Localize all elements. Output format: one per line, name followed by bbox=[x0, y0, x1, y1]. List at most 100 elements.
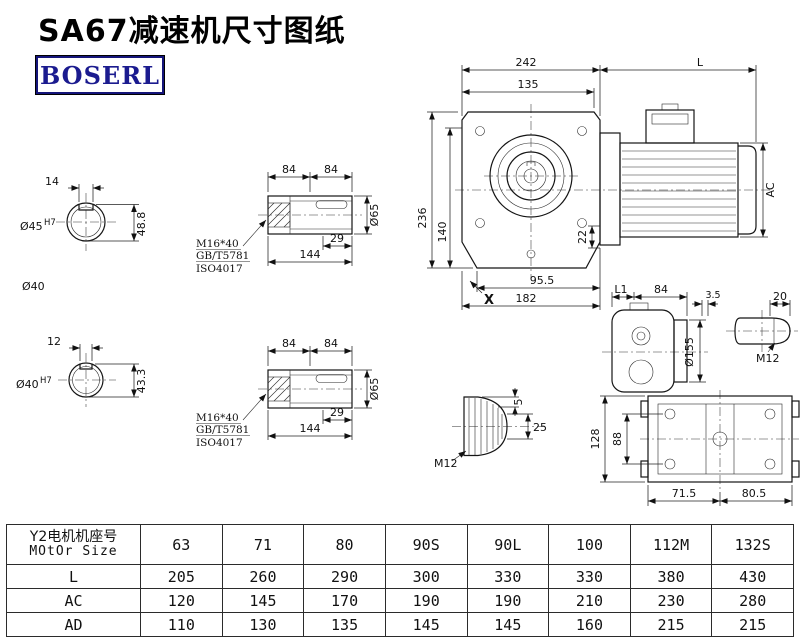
dim-keyway-height-2: 43.3 bbox=[135, 369, 148, 394]
frame-size-cell: 63 bbox=[140, 524, 223, 565]
view-shaft-side-top: 84 84 29 144 Ø65 M16*40 GB/T5781 ISO4017 bbox=[196, 163, 381, 275]
dim-key-len-1: 29 bbox=[330, 232, 344, 245]
dim-80-5: 80.5 bbox=[742, 487, 767, 500]
dim-keyway-width-2: 12 bbox=[47, 335, 61, 348]
label-thread-side: M12 bbox=[756, 352, 780, 365]
output-flange-edge bbox=[673, 319, 688, 383]
table-header-row: Y2电机机座号 MOtOr Size 63 71 80 90S 90L 100 … bbox=[6, 524, 794, 565]
dim-cell: 215 bbox=[711, 612, 794, 637]
view-shaft-end-top: 14 48.8 Ø45 H7 Ø40 bbox=[20, 175, 148, 293]
dim-cell: 280 bbox=[711, 588, 794, 613]
shaft-bore-outer-circle-2 bbox=[68, 362, 104, 398]
dim-seg-a-2: 84 bbox=[282, 337, 296, 350]
dim-3-5: 3.5 bbox=[705, 290, 720, 301]
label-bore-2: Ø40 bbox=[16, 378, 39, 391]
label-bolt-1: M16*40 bbox=[196, 238, 239, 250]
view-shaft-end-bottom: 12 43.3 Ø40 H7 bbox=[16, 335, 148, 407]
terminal-box-cap bbox=[661, 103, 679, 111]
dim-dia-2: Ø65 bbox=[368, 378, 381, 401]
row-label-AD: AD bbox=[6, 612, 141, 637]
dim-236: 236 bbox=[416, 208, 429, 229]
dim-housing-width: 242 bbox=[516, 56, 537, 69]
label-thread-detail: M12 bbox=[434, 457, 458, 470]
dim-cell: 215 bbox=[629, 612, 713, 637]
dim-keyway-width-1: 14 bbox=[45, 175, 59, 188]
dim-128: 128 bbox=[589, 429, 602, 450]
frame-size-cell: 112M bbox=[629, 524, 713, 565]
dim-135: 135 bbox=[518, 78, 539, 91]
label-std-iso-1: ISO4017 bbox=[196, 263, 243, 275]
brand-logo-text: BOSERL bbox=[39, 60, 161, 90]
dim-flange-dia: Ø155 bbox=[683, 337, 696, 367]
frame-size-cell: 132S bbox=[711, 524, 794, 565]
motor-fins bbox=[622, 150, 736, 232]
motor-size-header-cn: Y2电机机座号 bbox=[29, 529, 118, 546]
motor-size-header-en: MOtOr Size bbox=[29, 544, 118, 560]
dim-cell: 330 bbox=[466, 564, 550, 589]
dim-cell: 135 bbox=[303, 612, 386, 637]
dim-cell: 110 bbox=[140, 612, 223, 637]
dim-cell: 160 bbox=[548, 612, 631, 637]
table-row-AD: AD 110 130 135 145 145 160 215 215 bbox=[6, 612, 794, 637]
dim-l1: L1 bbox=[614, 283, 627, 296]
view-bottom: 128 88 71.5 80.5 bbox=[589, 390, 800, 506]
brand-logo: BOSERL bbox=[36, 56, 164, 94]
dim-cell: 300 bbox=[384, 564, 468, 589]
row-label-AC: AC bbox=[6, 588, 141, 613]
dim-cell: 130 bbox=[221, 612, 305, 637]
dim-cell: 260 bbox=[221, 564, 305, 589]
dim-22: 22 bbox=[576, 230, 589, 244]
dim-dia-1: Ø65 bbox=[368, 204, 381, 227]
dim-84-side: 84 bbox=[654, 283, 668, 296]
gearbox-housing-outline bbox=[461, 111, 601, 269]
table-row-AC: AC 120 145 170 190 190 210 230 280 bbox=[6, 588, 794, 613]
dim-motor-height: AC bbox=[764, 182, 777, 197]
label-shaft-dia: Ø40 bbox=[22, 280, 45, 293]
fan-cover bbox=[738, 145, 757, 235]
dim-seg-a-1: 84 bbox=[282, 163, 296, 176]
side-housing bbox=[611, 309, 675, 393]
dim-total-len-1: 144 bbox=[300, 248, 321, 261]
dim-88: 88 bbox=[611, 432, 624, 446]
motor-size-header: Y2电机机座号 MOtOr Size bbox=[6, 524, 141, 565]
dim-cell: 230 bbox=[629, 588, 713, 613]
dim-cell: 205 bbox=[140, 564, 223, 589]
output-bore-circles bbox=[489, 134, 573, 218]
key-detail-outline bbox=[463, 396, 508, 457]
dim-cell: 210 bbox=[548, 588, 631, 613]
dim-key-len-2: 29 bbox=[330, 406, 344, 419]
motor-dimension-table: Y2电机机座号 MOtOr Size 63 71 80 90S 90L 100 … bbox=[6, 524, 794, 637]
dim-cell: 380 bbox=[629, 564, 713, 589]
frame-size-cell: 71 bbox=[221, 524, 305, 565]
row-label-L: L bbox=[6, 564, 141, 589]
dim-cell: 430 bbox=[711, 564, 794, 589]
view-main: 242 L 135 236 140 22 AC 95.5 X bbox=[416, 56, 777, 310]
dim-140: 140 bbox=[436, 222, 449, 243]
dim-seg-b-2: 84 bbox=[324, 337, 338, 350]
dim-71-5: 71.5 bbox=[672, 487, 697, 500]
dim-182: 182 bbox=[516, 292, 537, 305]
dim-cell: 170 bbox=[303, 588, 386, 613]
marker-x: X bbox=[484, 293, 494, 308]
view-shaft-side-bottom: 84 84 29 144 Ø65 M16*40 GB/T5781 ISO4017 bbox=[196, 337, 381, 449]
dim-20: 20 bbox=[773, 290, 787, 303]
view-side: L1 84 Ø155 20 3.5 M12 bbox=[602, 283, 798, 393]
dim-25: 25 bbox=[533, 421, 547, 434]
label-bore-tol-2: H7 bbox=[40, 376, 52, 386]
dim-cell: 145 bbox=[466, 612, 550, 637]
page-title: SA67减速机尺寸图纸 bbox=[38, 14, 346, 49]
dim-95-5: 95.5 bbox=[530, 274, 555, 287]
dim-seg-b-1: 84 bbox=[324, 163, 338, 176]
label-bore-1: Ø45 bbox=[20, 220, 43, 233]
motor-flange bbox=[599, 132, 621, 246]
label-bore-tol-1: H7 bbox=[44, 218, 56, 228]
dim-cell: 145 bbox=[384, 612, 468, 637]
dim-motor-length: L bbox=[697, 56, 704, 69]
dim-cell: 145 bbox=[221, 588, 305, 613]
mounting-plate-outline bbox=[647, 395, 793, 483]
frame-size-cell: 80 bbox=[303, 524, 386, 565]
terminal-box bbox=[645, 109, 695, 144]
table-row-L: L 205 260 290 300 330 330 380 430 bbox=[6, 564, 794, 589]
frame-size-cell: 90L bbox=[466, 524, 550, 565]
shaft-bore-outer-circle bbox=[66, 202, 106, 242]
